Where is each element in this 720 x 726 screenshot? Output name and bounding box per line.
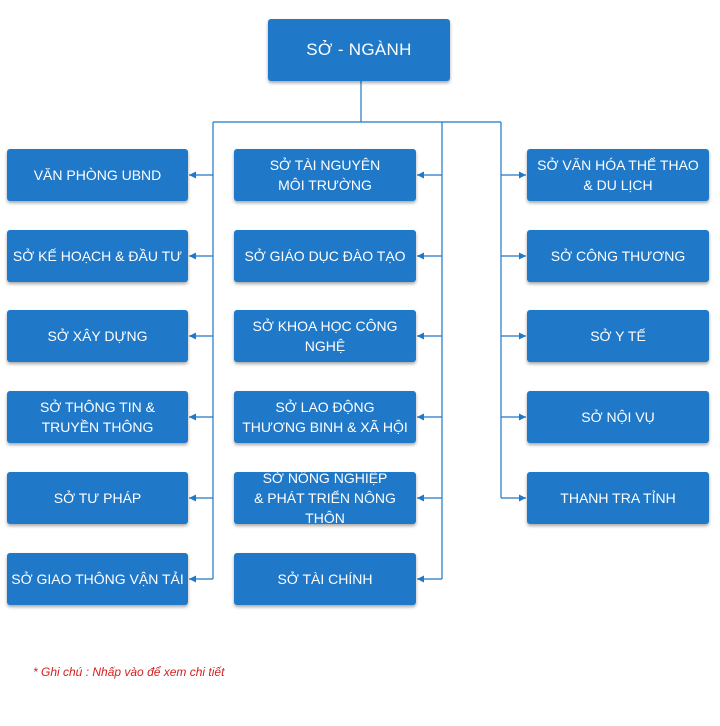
left-box-2[interactable]: SỞ KẾ HOẠCH & ĐẦU TƯ [7,230,188,282]
right-box-2[interactable]: SỞ CÔNG THƯƠNG [527,230,709,282]
middle-arrow-3 [417,332,424,340]
left-box-6[interactable]: SỞ GIAO THÔNG VẬN TẢI [7,553,188,605]
left-box-5[interactable]: SỞ TƯ PHÁP [7,472,188,524]
right-arrow-2 [519,252,526,260]
middle-arrow-6 [417,575,424,583]
footnote: * Ghi chú : Nhấp vào để xem chi tiết [33,665,225,679]
left-arrow-4 [189,413,196,421]
middle-box-2[interactable]: SỞ GIÁO DỤC ĐÀO TẠO [234,230,416,282]
right-box-5[interactable]: THANH TRA TỈNH [527,472,709,524]
middle-arrow-2 [417,252,424,260]
left-box-4[interactable]: SỞ THÔNG TIN & TRUYỀN THÔNG [7,391,188,443]
right-arrow-3 [519,332,526,340]
middle-box-3[interactable]: SỞ KHOA HỌC CÔNG NGHỆ [234,310,416,362]
right-arrow-1 [519,171,526,179]
middle-box-5[interactable]: SỞ NÔNG NGHIỆP & PHÁT TRIỂN NÔNG THÔN [234,470,416,526]
left-arrow-1 [189,171,196,179]
right-box-1[interactable]: SỞ VĂN HÓA THỂ THAO & DU LỊCH [527,149,709,201]
left-arrow-2 [189,252,196,260]
root-box-so-nganh[interactable]: SỞ - NGÀNH [268,19,450,81]
left-arrow-5 [189,494,196,502]
right-box-3[interactable]: SỞ Y TẾ [527,310,709,362]
left-arrow-6 [189,575,196,583]
middle-arrow-1 [417,171,424,179]
middle-arrow-5 [417,494,424,502]
middle-box-1[interactable]: SỞ TÀI NGUYÊN MÔI TRƯỜNG [234,149,416,201]
middle-box-4[interactable]: SỞ LAO ĐỘNG THƯƠNG BINH & XÃ HỘI [234,391,416,443]
right-box-4[interactable]: SỞ NỘI VỤ [527,391,709,443]
left-box-1[interactable]: VĂN PHÒNG UBND [7,149,188,201]
middle-box-6[interactable]: SỞ TÀI CHÍNH [234,553,416,605]
right-arrow-4 [519,413,526,421]
right-arrow-5 [519,494,526,502]
left-arrow-3 [189,332,196,340]
middle-arrow-4 [417,413,424,421]
left-box-3[interactable]: SỞ XÂY DỰNG [7,310,188,362]
